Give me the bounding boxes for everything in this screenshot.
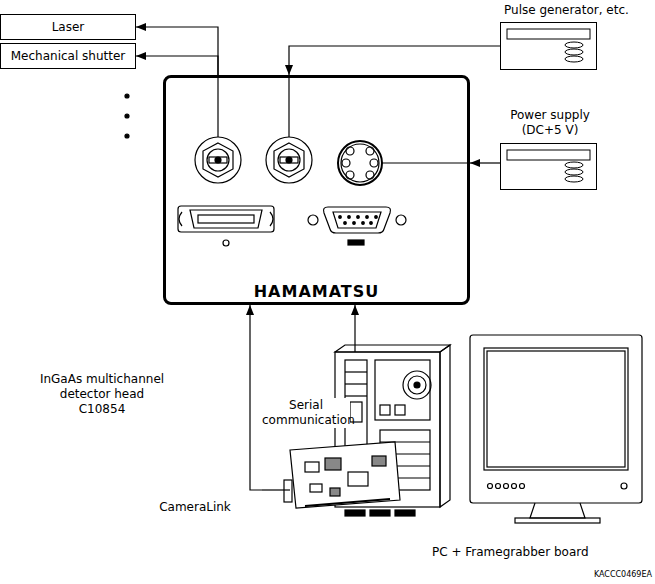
detector-name: InGaAs multichannel detector head C10854 [38,372,166,417]
connector [136,56,218,75]
device-drawing [501,144,596,189]
node-text: Power supply (DC+5 V) [498,108,602,138]
bnc-connector [266,75,312,183]
laser-box: Laser [0,14,136,40]
pulse-generator: Pulse generator, etc. [500,22,597,70]
continuation-dot [125,94,129,98]
connector [136,27,218,75]
connector [289,46,500,75]
node-text: Laser [52,20,85,35]
node-text: PC + Framegrabber board [432,545,589,560]
connector [250,305,262,490]
figure-code: KACCC0469EA [566,569,652,580]
monitor [470,335,642,523]
continuation-dot [125,114,129,118]
power-connector [338,141,470,185]
continuation-dot [125,134,129,138]
detector-head: HAMAMATSU [163,75,470,305]
power-supply: Power supply (DC+5 V) [500,143,597,190]
edge-label: Serial communication [262,398,350,428]
edge-label: CameraLink [150,500,240,515]
pc-framegrabber: PC + Framegrabber board [262,340,648,562]
serial-connector [308,207,406,245]
node-text: HAMAMATSU [166,283,467,301]
cameralink-connector [178,206,274,246]
bnc-connector [195,75,241,183]
node-text: Mechanical shutter [11,49,126,64]
serial-cable [354,340,355,352]
connector [470,162,500,163]
device-drawing [501,23,596,69]
node-text: Pulse generator, etc. [504,3,654,18]
cameralink-cable [262,489,290,490]
framegrabber-board [284,442,400,508]
shutter-box: Mechanical shutter [0,43,136,69]
connector [354,305,355,340]
